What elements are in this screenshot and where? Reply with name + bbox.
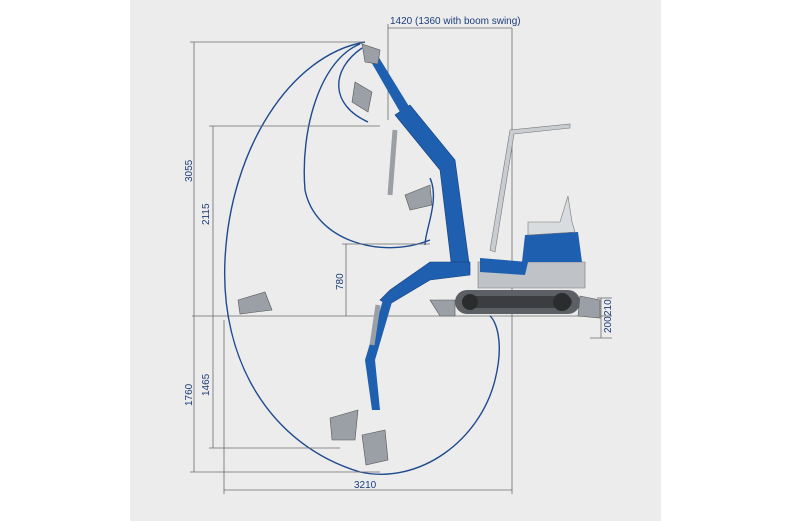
- dimension-lines: [190, 24, 612, 494]
- dim-wall-depth: 780: [335, 273, 346, 290]
- outer-reach-arc: [223, 41, 500, 475]
- dim-max-depth: 1760: [184, 383, 195, 406]
- bucket-bottom: [361, 429, 389, 466]
- bucket-ground: [237, 291, 273, 315]
- dim-blade-down: 200: [603, 316, 614, 333]
- working-range-arcs: [223, 41, 500, 475]
- dim-blade-up: 210: [603, 299, 614, 316]
- bucket-upper: [351, 81, 373, 113]
- inner-arc: [338, 47, 369, 123]
- body-blue-panel: [522, 232, 582, 262]
- dim-reach: 3210: [354, 480, 377, 491]
- lower-arc: [424, 177, 435, 246]
- bucket-top: [361, 43, 381, 65]
- middle-arc: [303, 43, 431, 249]
- operator-seat: [527, 195, 576, 236]
- arm-lowered: [365, 300, 392, 410]
- dim-top-reach: 1420 (1360 with boom swing): [390, 16, 521, 27]
- dim-dump-height: 2115: [201, 203, 212, 225]
- dim-max-height: 3055: [184, 159, 195, 182]
- dim-depth-1465: 1465: [201, 373, 212, 396]
- bucket-mid: [404, 184, 433, 211]
- bucket-low-left: [329, 409, 359, 441]
- canopy-post: [489, 123, 571, 253]
- arm-raised: [370, 56, 410, 112]
- dozer-blade: [577, 295, 601, 319]
- excavator-machine: [237, 43, 601, 466]
